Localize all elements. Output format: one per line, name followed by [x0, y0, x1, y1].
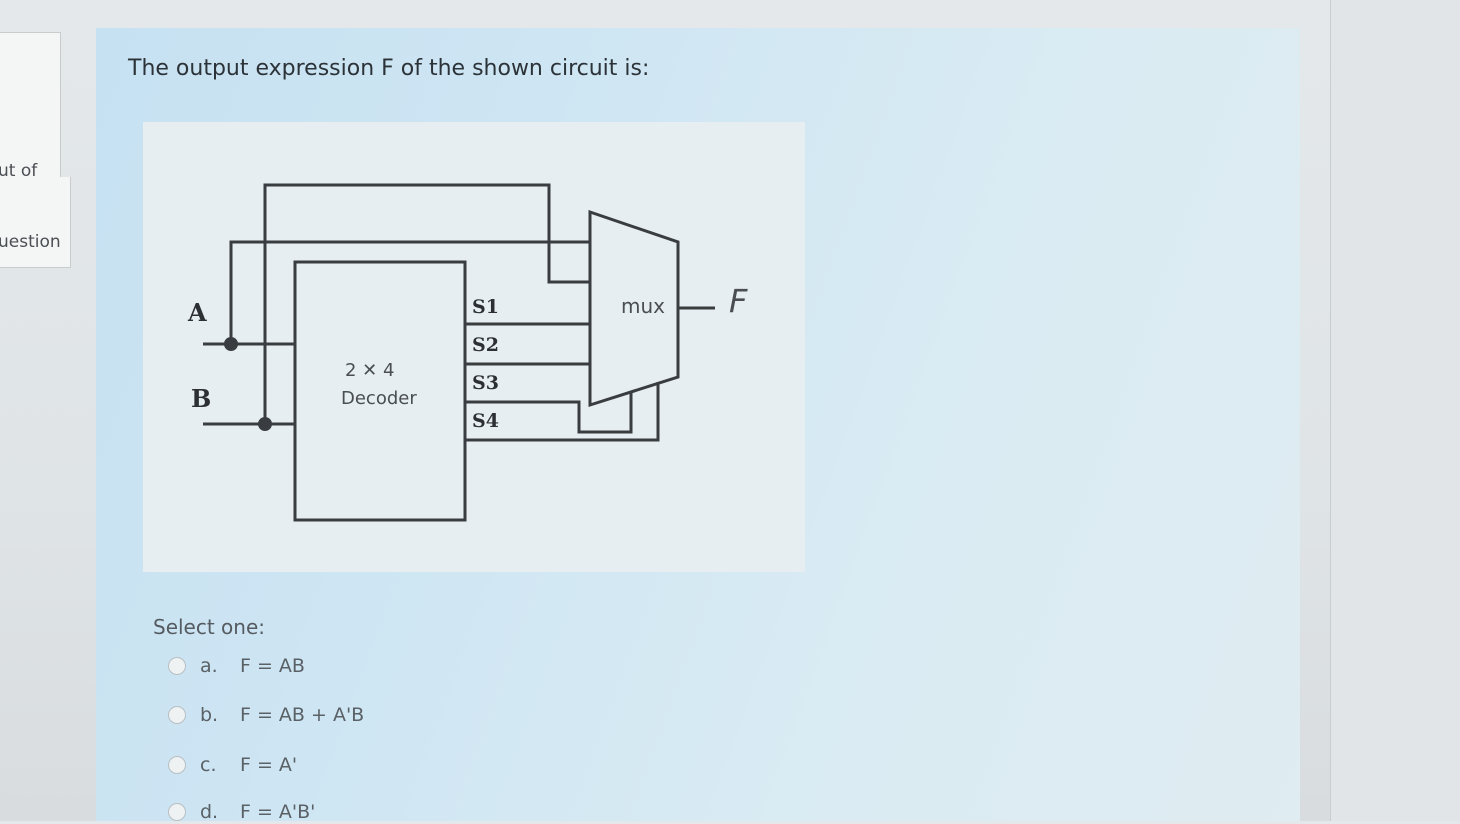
circuit-svg — [203, 183, 715, 522]
label-s3: S3 — [472, 372, 499, 394]
circuit-diagram: A B 2 ✕ 4 Decoder S1 S2 S3 S4 mux F — [143, 122, 805, 572]
right-margin — [1330, 0, 1460, 821]
option-text-b: F = AB + A'B — [240, 704, 365, 726]
radio-b[interactable] — [168, 706, 186, 724]
option-text-a: F = AB — [240, 655, 305, 677]
option-letter-a: a. — [200, 655, 218, 677]
answer-option-c[interactable]: c. F = A' — [168, 753, 297, 777]
wire-s3 — [465, 392, 633, 434]
label-s1: S1 — [472, 296, 499, 318]
option-letter-b: b. — [200, 704, 219, 726]
question-text: The output expression F of the shown cir… — [128, 56, 650, 81]
sidebar-text-out-of: ut of — [0, 161, 38, 181]
label-s4: S4 — [472, 410, 499, 432]
answer-option-a[interactable]: a. F = AB — [168, 654, 305, 678]
answer-option-d[interactable]: d. F = A'B' — [168, 800, 315, 824]
radio-d[interactable] — [168, 803, 186, 821]
select-one-label: Select one: — [153, 615, 266, 639]
answer-option-b[interactable]: b. F = AB + A'B — [168, 703, 364, 727]
wire-a-select — [229, 240, 590, 344]
option-text-c: F = A' — [240, 754, 298, 776]
decoder-box — [293, 260, 467, 522]
sidebar-panel-bottom: uestion — [0, 177, 71, 268]
decoder-size-label: 2 ✕ 4 — [345, 360, 395, 381]
radio-c[interactable] — [168, 756, 186, 774]
option-letter-d: d. — [200, 801, 219, 823]
junction-b — [258, 417, 272, 431]
wire-s4 — [465, 382, 660, 442]
mux-label: mux — [621, 294, 665, 318]
output-f-label: F — [729, 282, 748, 320]
decoder-name-label: Decoder — [341, 388, 417, 409]
label-s2: S2 — [472, 334, 499, 356]
sidebar-text-question: uestion — [0, 232, 61, 252]
option-text-d: F = A'B' — [240, 801, 316, 823]
radio-a[interactable] — [168, 657, 186, 675]
label-b: B — [191, 384, 212, 413]
option-letter-c: c. — [200, 754, 217, 776]
label-a: A — [188, 298, 207, 327]
junction-a — [224, 337, 238, 351]
wire-b-select — [263, 183, 590, 424]
mux-shape — [588, 209, 680, 408]
sidebar-panel-top: ut of — [0, 32, 61, 181]
